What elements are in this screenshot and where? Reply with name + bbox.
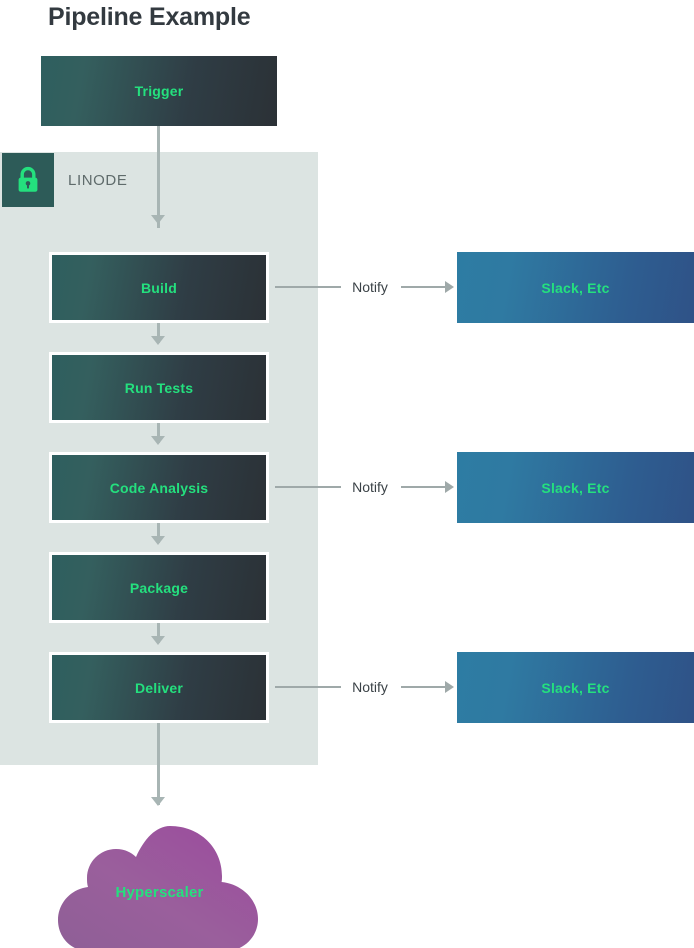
stage-package[interactable]: Package: [49, 552, 269, 623]
notify-connector-build-segment-left: [275, 286, 341, 288]
notify-connector-deliver-segment-left: [275, 686, 341, 688]
notify-connector-build-arrowhead: [445, 281, 454, 293]
notify-connector-deliver-label: Notify: [352, 679, 388, 695]
hyperscaler-cloud-shape[interactable]: [52, 818, 267, 948]
connector-trigger-to-build: [157, 126, 160, 228]
connector-package-to-deliver-arrowhead: [151, 636, 165, 645]
connector-deliver-to-hyperscaler: [157, 723, 160, 805]
connector-build-to-run-tests-arrowhead: [151, 336, 165, 345]
stage-trigger[interactable]: Trigger: [41, 56, 277, 126]
stage-package-label: Package: [129, 579, 189, 596]
stage-deliver[interactable]: Deliver: [49, 652, 269, 723]
notify-connector-code-analysis-label: Notify: [352, 479, 388, 495]
notify-target-slack-2-label: Slack, Etc: [541, 479, 610, 496]
notify-target-slack-3-label: Slack, Etc: [541, 679, 610, 696]
stage-run-tests-label: Run Tests: [124, 379, 194, 396]
notify-connector-deliver: Notify: [275, 652, 457, 723]
connector-deliver-to-hyperscaler-arrowhead: [151, 797, 165, 806]
stage-build[interactable]: Build: [49, 252, 269, 323]
notify-target-slack-1-label: Slack, Etc: [541, 279, 610, 296]
notify-connector-code-analysis-arrowhead: [445, 481, 454, 493]
notify-connector-code-analysis-segment-left: [275, 486, 341, 488]
connector-build-to-run-tests: [157, 323, 160, 343]
stage-build-label: Build: [141, 279, 177, 296]
connector-code-analysis-to-package-arrowhead: [151, 536, 165, 545]
connector-trigger-to-build-arrowhead: [151, 215, 165, 224]
notify-target-slack-2[interactable]: Slack, Etc: [457, 452, 694, 523]
notify-connector-build: Notify: [275, 252, 457, 323]
stage-trigger-label: Trigger: [134, 83, 184, 99]
linode-panel-label: LINODE: [68, 172, 128, 189]
connector-run-tests-to-code-analysis-arrowhead: [151, 436, 165, 445]
connector-code-analysis-to-package: [157, 523, 160, 543]
notify-connector-build-segment-right: [401, 286, 447, 288]
page-title: Pipeline Example: [48, 3, 251, 31]
stage-deliver-label: Deliver: [134, 679, 184, 696]
notify-connector-deliver-arrowhead: [445, 681, 454, 693]
stage-code-analysis[interactable]: Code Analysis: [49, 452, 269, 523]
notify-connector-code-analysis: Notify: [275, 452, 457, 523]
connector-run-tests-to-code-analysis: [157, 423, 160, 443]
stage-code-analysis-label: Code Analysis: [109, 479, 209, 496]
notify-target-slack-3[interactable]: Slack, Etc: [457, 652, 694, 723]
stage-run-tests[interactable]: Run Tests: [49, 352, 269, 423]
notify-connector-build-label: Notify: [352, 279, 388, 295]
notify-target-slack-1[interactable]: Slack, Etc: [457, 252, 694, 323]
connector-package-to-deliver: [157, 623, 160, 643]
notify-connector-deliver-segment-right: [401, 686, 447, 688]
lock-icon: [2, 153, 54, 207]
notify-connector-code-analysis-segment-right: [401, 486, 447, 488]
